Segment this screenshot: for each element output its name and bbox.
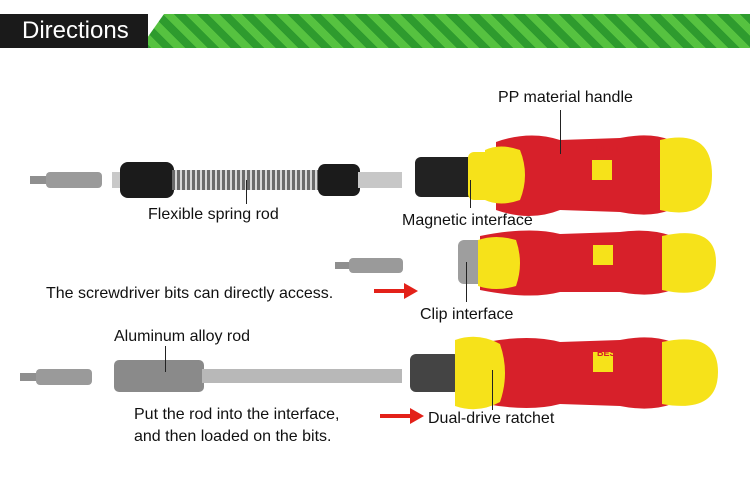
- pointer-spring-rod: [246, 180, 247, 204]
- banner-title: Directions: [0, 14, 148, 48]
- pointer-clip: [466, 262, 467, 302]
- handle-row1: [415, 135, 712, 216]
- pointer-pp-handle: [560, 110, 561, 154]
- label-pp-handle: PP material handle: [498, 89, 633, 106]
- brand-logo-row1: BEST: [596, 144, 621, 154]
- handle-row3: [410, 336, 718, 410]
- label-alu-rod: Aluminum alloy rod: [114, 328, 251, 345]
- label-put-rod-1: Put the rod into the interface,: [134, 406, 340, 423]
- label-put-rod-2: and then loaded on the bits.: [134, 428, 332, 445]
- pointer-magnetic: [470, 180, 471, 208]
- bit-row2: [335, 258, 403, 273]
- bit-row3: [20, 369, 92, 385]
- pointer-ratchet: [492, 370, 493, 410]
- label-clip: Clip interface: [420, 306, 514, 323]
- bit-row1: [30, 172, 102, 188]
- pointer-alu-rod: [165, 346, 166, 372]
- arrow-right-icon: [374, 283, 418, 299]
- brand-logo-row3: BEST: [597, 348, 622, 358]
- handle-row2: [458, 230, 716, 296]
- label-spring-rod: Flexible spring rod: [148, 206, 279, 223]
- banner-pattern: [140, 14, 750, 48]
- tool-illustration: [20, 135, 718, 410]
- brand-logo-row2: BEST: [597, 236, 622, 246]
- arrow-right-icon: [380, 408, 424, 424]
- spring-rod: [112, 162, 402, 198]
- label-bits-access: The screwdriver bits can directly access…: [46, 285, 334, 302]
- label-magnetic: Magnetic interface: [402, 212, 533, 229]
- aluminum-rod: [114, 360, 402, 392]
- directions-banner: Directions: [0, 0, 750, 62]
- label-ratchet: Dual-drive ratchet: [428, 410, 555, 427]
